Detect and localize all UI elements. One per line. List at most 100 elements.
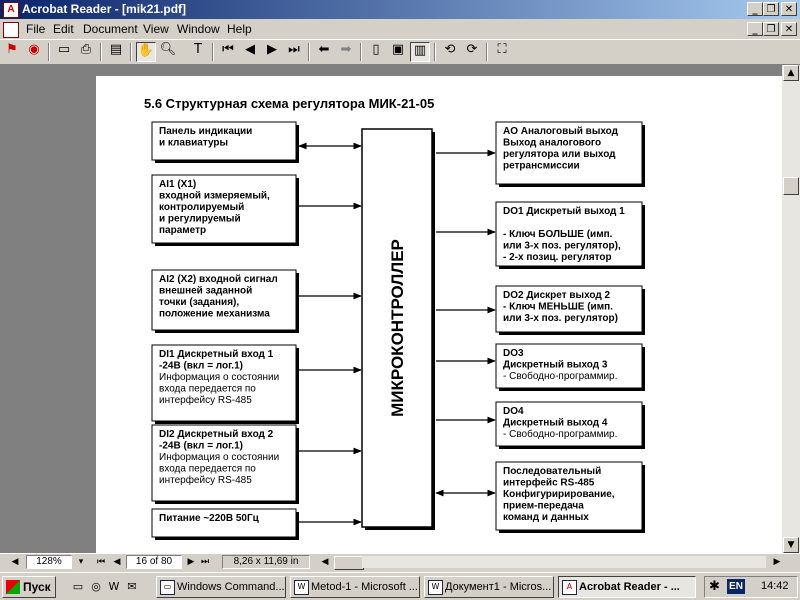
- language-indicator[interactable]: EN: [727, 579, 745, 594]
- input-block-text-line: параметр: [159, 225, 206, 236]
- go-forward-icon[interactable]: ➡: [340, 42, 352, 57]
- thumbnails-icon[interactable]: ▤: [109, 42, 123, 57]
- scroll-left-arrow-icon[interactable]: ◀: [321, 557, 329, 567]
- start-label: Пуск: [23, 580, 51, 594]
- spider-icon[interactable]: ✱: [709, 579, 720, 594]
- menu-window[interactable]: Window: [177, 22, 220, 36]
- minimize-button[interactable]: _: [747, 2, 763, 16]
- output-block-text-line: - Свободно-программир.: [503, 428, 617, 440]
- find-icon[interactable]: ⛶: [497, 42, 507, 57]
- output-block-text-line: Выход аналогового: [503, 138, 601, 149]
- rotate-right-icon[interactable]: ⟳: [466, 42, 478, 57]
- zoom-field[interactable]: 128%: [26, 555, 72, 569]
- start-button[interactable]: Пуск: [2, 576, 56, 598]
- input-block-text-line: точки (задания),: [159, 297, 239, 308]
- first-page-icon[interactable]: ⏮: [222, 42, 234, 57]
- scroll-up-button[interactable]: ▲: [783, 65, 799, 81]
- document-icon[interactable]: [3, 22, 19, 38]
- outlook-icon[interactable]: ✉: [127, 580, 137, 593]
- scroll-right-arrow-icon[interactable]: ▶: [773, 557, 781, 567]
- vertical-scrollbar[interactable]: ▲ ▼: [782, 65, 800, 553]
- task-label: Документ1 - Micros...: [445, 581, 552, 593]
- nav-prev-icon[interactable]: ◀: [113, 557, 121, 567]
- fit-page-icon[interactable]: ▣: [391, 42, 405, 57]
- acrobat-app-icon: A: [3, 2, 19, 18]
- output-block-text-line: или 3-х поз. регулятор): [503, 313, 618, 324]
- hand-tool-icon[interactable]: ✋: [136, 42, 156, 62]
- output-block-text-line: DO3: [503, 348, 524, 359]
- go-back-icon[interactable]: ⬅: [318, 42, 330, 57]
- diagram-heading: 5.6 Структурная схема регулятора МИК-21-…: [144, 96, 434, 111]
- rotate-left-icon[interactable]: ⟲: [444, 42, 456, 57]
- task-windows-command[interactable]: ▭ Windows Command...: [156, 576, 286, 598]
- input-block-text-line: контролируемый: [159, 202, 244, 213]
- document-view[interactable]: 5.6 Структурная схема регулятора МИК-21-…: [0, 65, 782, 553]
- page-size-field: 8,26 x 11,69 in: [222, 555, 310, 569]
- close-button[interactable]: ✕: [781, 2, 797, 16]
- doc-minimize-button[interactable]: _: [747, 22, 763, 36]
- scroll-thumb[interactable]: [783, 177, 799, 195]
- input-block-text-line: входной измеряемый,: [159, 191, 270, 202]
- browser-icon[interactable]: ◎: [91, 580, 101, 593]
- window-title: Acrobat Reader - [mik21.pdf]: [22, 2, 187, 16]
- input-block-text-line: входа передается по: [159, 384, 256, 395]
- next-page-icon[interactable]: ▶: [267, 42, 277, 57]
- output-block-text-line: Конфигуририрование,: [503, 488, 615, 500]
- open-icon[interactable]: ▭: [57, 42, 71, 57]
- fit-width-icon[interactable]: ▥: [410, 42, 430, 62]
- input-block-text-line: -24В (вкл = лог.1): [159, 441, 243, 452]
- acrobat-icon[interactable]: ⚑: [6, 42, 18, 57]
- menu-edit[interactable]: Edit: [53, 22, 74, 36]
- zoom-dropdown-icon[interactable]: ▾: [78, 557, 84, 567]
- output-block-text-line: ретрансмиссии: [503, 161, 580, 172]
- output-block-text-line: Последовательный: [503, 466, 601, 477]
- actual-size-icon[interactable]: ▯: [372, 42, 380, 57]
- toolbar-separator: [130, 43, 132, 61]
- maximize-button[interactable]: ❐: [763, 2, 779, 16]
- task-document1[interactable]: W Документ1 - Micros...: [424, 576, 554, 598]
- nav-next-icon[interactable]: ▶: [187, 557, 195, 567]
- word-icon: W: [428, 580, 443, 595]
- zoom-tool-icon[interactable]: 🔍︎: [159, 42, 177, 57]
- hscroll-thumb[interactable]: [334, 556, 364, 570]
- output-block-text-line: DO4: [503, 406, 524, 417]
- print-icon[interactable]: ⎙: [80, 42, 92, 57]
- text-select-icon[interactable]: T: [194, 42, 202, 57]
- prev-page-icon[interactable]: ◀: [245, 42, 255, 57]
- output-block-text-line: Дискретный выход 4: [503, 418, 608, 429]
- output-block-text-line: интерфейс RS-485: [503, 477, 595, 489]
- menu-view[interactable]: View: [143, 22, 169, 36]
- input-block-text-line: и клавиатуры: [159, 138, 228, 149]
- output-block-4: [495, 343, 643, 389]
- output-block-text-line: AO Аналоговый выход: [503, 126, 619, 137]
- horizontal-scrollbar[interactable]: [362, 556, 766, 568]
- task-metod1[interactable]: W Metod-1 - Microsoft ...: [290, 576, 420, 598]
- output-block-6: [495, 461, 643, 531]
- word-quicklaunch-icon[interactable]: W: [108, 580, 120, 593]
- input-block-text-line: положение механизма: [159, 309, 270, 320]
- input-block-6: [151, 508, 297, 538]
- output-block-text-line: - Ключ БОЛЬШЕ (имп.: [503, 229, 613, 240]
- last-page-icon[interactable]: ⏭: [288, 42, 300, 57]
- web-icon[interactable]: ◉: [28, 42, 40, 57]
- doc-restore-button[interactable]: ❐: [763, 22, 779, 36]
- doc-close-button[interactable]: ✕: [781, 22, 797, 36]
- word-icon: W: [294, 580, 309, 595]
- menu-document[interactable]: Document: [83, 22, 138, 36]
- scroll-left-icon[interactable]: ◀: [11, 557, 19, 567]
- task-acrobat[interactable]: A Acrobat Reader - ...: [558, 576, 696, 598]
- scroll-down-button[interactable]: ▼: [783, 537, 799, 553]
- output-block-text-line: - Свободно-программир.: [503, 370, 617, 382]
- nav-first-icon[interactable]: ⏮: [96, 557, 106, 567]
- output-block-text-line: - Ключ МЕНЬШЕ (имп.: [503, 302, 613, 313]
- menu-help[interactable]: Help: [227, 22, 252, 36]
- desktop-icon[interactable]: ▭: [72, 580, 84, 593]
- input-block-text-line: Информация о состоянии: [159, 451, 279, 463]
- page-field[interactable]: 16 of 80: [126, 555, 182, 569]
- toolbar-separator: [48, 43, 50, 61]
- menu-file[interactable]: File: [26, 22, 46, 36]
- input-block-text-line: -24В (вкл = лог.1): [159, 361, 243, 372]
- output-block-3: [495, 285, 643, 333]
- nav-last-icon[interactable]: ⏭: [200, 557, 210, 567]
- input-block-text-line: интерфейсу RS-485: [159, 394, 252, 406]
